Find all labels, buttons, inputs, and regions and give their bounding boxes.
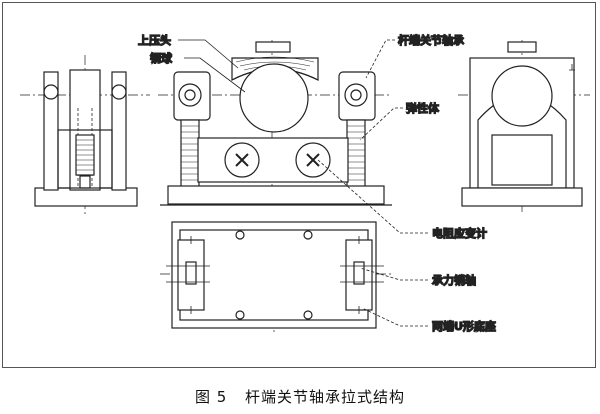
label-u-base: 两端U形底座 xyxy=(432,319,496,333)
left-side-view xyxy=(20,55,150,215)
label-bearing-pin: 承力销轴 xyxy=(432,273,476,287)
label-elastic-body: 弹性体 xyxy=(406,101,440,115)
figure-title: 杆端关节轴承拉式结构 xyxy=(245,388,406,406)
figure-number: 图 5 xyxy=(194,388,228,406)
label-strain-gauge: 电阻应变计 xyxy=(432,226,487,240)
label-upper-head: 上压头 xyxy=(138,33,171,47)
label-steel-ball: 钢球 xyxy=(150,51,173,65)
label-rod-end-bearing: 杆端关节轴承 xyxy=(398,33,465,47)
engineering-drawing: 上压头 钢球 杆端关节轴承 弹性体 电阻应变计 承力销轴 两端U形底座 xyxy=(20,32,590,334)
drawing-frame xyxy=(2,2,596,368)
right-side-view xyxy=(458,40,590,215)
top-view xyxy=(160,221,392,332)
leader-lines xyxy=(178,39,428,327)
figure-caption: 图 5 杆端关节轴承拉式结构 xyxy=(0,386,600,407)
front-view xyxy=(158,40,392,206)
